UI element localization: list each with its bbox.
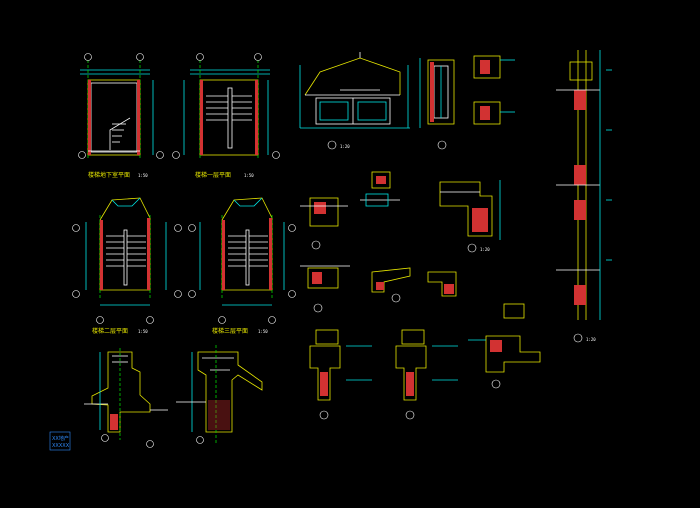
stamp-line-1: XX地产 bbox=[52, 435, 69, 442]
window-detail-a bbox=[419, 58, 455, 128]
stair-plan-third-floor bbox=[199, 197, 285, 306]
stair-plan-first-floor bbox=[183, 60, 270, 160]
plan-caption-third-floor: 楼梯三层平面 bbox=[212, 327, 248, 335]
cornice-detail-row bbox=[300, 265, 457, 297]
axis-tag-section-left bbox=[101, 434, 109, 442]
eave-detail-1 bbox=[360, 171, 400, 207]
detail-tag-eave-2 bbox=[311, 240, 321, 250]
detail-tag-window-a bbox=[437, 140, 447, 150]
detail-tag-wall-right bbox=[573, 333, 583, 343]
axis-tags-third-floor bbox=[188, 224, 296, 324]
axis-tags-basement bbox=[78, 53, 164, 159]
eave-detail-2 bbox=[300, 197, 348, 227]
stamp-line-2: XXXXX bbox=[52, 443, 70, 449]
window-detail-b bbox=[473, 55, 515, 125]
detail-tag-cornice-2 bbox=[391, 293, 401, 303]
parapet-detail bbox=[439, 180, 501, 240]
detail-scale-parapet: 1:20 bbox=[480, 247, 490, 252]
detail-tag-elevation bbox=[327, 140, 337, 150]
elevation-gable bbox=[299, 52, 410, 129]
detail-tag-cornice-1 bbox=[313, 303, 323, 313]
stair-plan-second-floor bbox=[85, 197, 167, 306]
axis-tags-first-floor bbox=[172, 53, 280, 159]
wall-section-left bbox=[84, 348, 168, 440]
column-detail-2 bbox=[395, 329, 458, 401]
plan-scale-second-floor: 1:50 bbox=[138, 329, 148, 334]
detail-tag-column-1 bbox=[319, 410, 329, 420]
plan-scale-first-floor: 1:50 bbox=[244, 173, 254, 178]
corner-detail bbox=[468, 303, 541, 373]
plan-caption-basement: 楼梯地下室平面 bbox=[88, 171, 130, 179]
plan-scale-third-floor: 1:50 bbox=[258, 329, 268, 334]
detail-tag-corner bbox=[491, 379, 501, 389]
wall-section-right bbox=[556, 50, 612, 320]
title-stamp bbox=[49, 431, 71, 451]
plan-scale-basement: 1:50 bbox=[138, 173, 148, 178]
axis-tags-second-floor bbox=[72, 224, 182, 324]
stair-plan-basement bbox=[80, 60, 154, 160]
plan-caption-second-floor: 楼梯二层平面 bbox=[92, 327, 128, 335]
axis-tag-section-middle bbox=[196, 436, 204, 444]
detail-tag-section-left bbox=[146, 440, 154, 448]
column-detail-1 bbox=[309, 329, 372, 401]
detail-tag-parapet bbox=[467, 243, 477, 253]
detail-tag-column-2 bbox=[405, 410, 415, 420]
detail-scale-wall-right: 1:20 bbox=[586, 337, 596, 342]
detail-scale-elevation: 1:20 bbox=[340, 144, 350, 149]
wall-section-middle bbox=[176, 345, 263, 445]
plan-caption-first-floor: 楼梯一层平面 bbox=[195, 171, 231, 179]
